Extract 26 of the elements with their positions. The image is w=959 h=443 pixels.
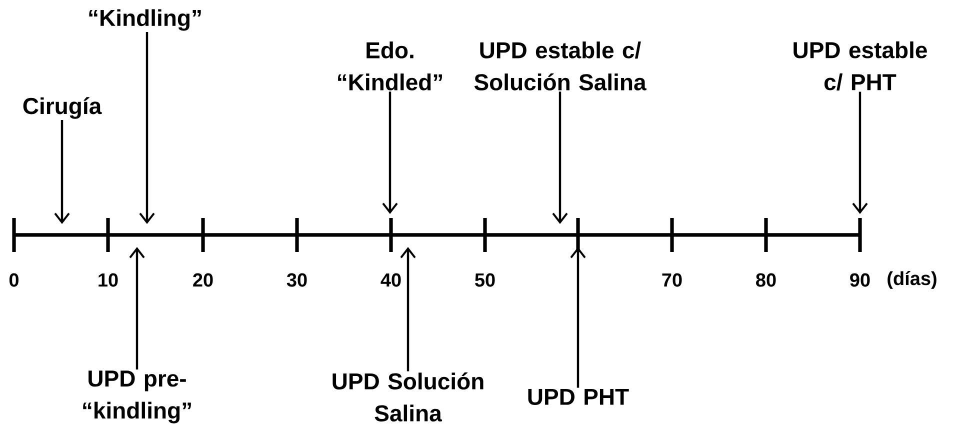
- tick-label: 50: [475, 273, 495, 287]
- tick-label: 40: [380, 273, 401, 287]
- arrow: [382, 92, 398, 214]
- event-label: UPD Solución Salina: [332, 372, 484, 422]
- event-label: Cirugía: [23, 97, 102, 119]
- event-label: UPD PHT: [528, 388, 629, 405]
- arrow: [139, 32, 155, 224]
- arrow: [129, 246, 145, 370]
- event-label: “Kindling”: [89, 9, 201, 31]
- tick-label: 80: [756, 273, 776, 287]
- event-label: Edo. “Kindled”: [338, 42, 442, 90]
- tick-label: 20: [193, 273, 213, 287]
- arrow: [400, 246, 416, 372]
- event-label: UPD estable c/ Solución Salina: [474, 42, 646, 90]
- tick-label: 70: [662, 273, 682, 287]
- event-label: UPD pre-“kindling”: [83, 370, 191, 424]
- tick-label: 30: [286, 273, 307, 287]
- tick-label: 10: [98, 273, 118, 287]
- event-label: UPD estable c/ PHT: [794, 41, 927, 91]
- tick-label: 0: [9, 273, 19, 287]
- arrow: [54, 120, 70, 224]
- tick-label: 90: [850, 273, 870, 287]
- arrow: [570, 246, 586, 388]
- arrow: [852, 92, 868, 214]
- axis-unit-label: (días): [888, 271, 936, 289]
- arrow: [552, 92, 568, 224]
